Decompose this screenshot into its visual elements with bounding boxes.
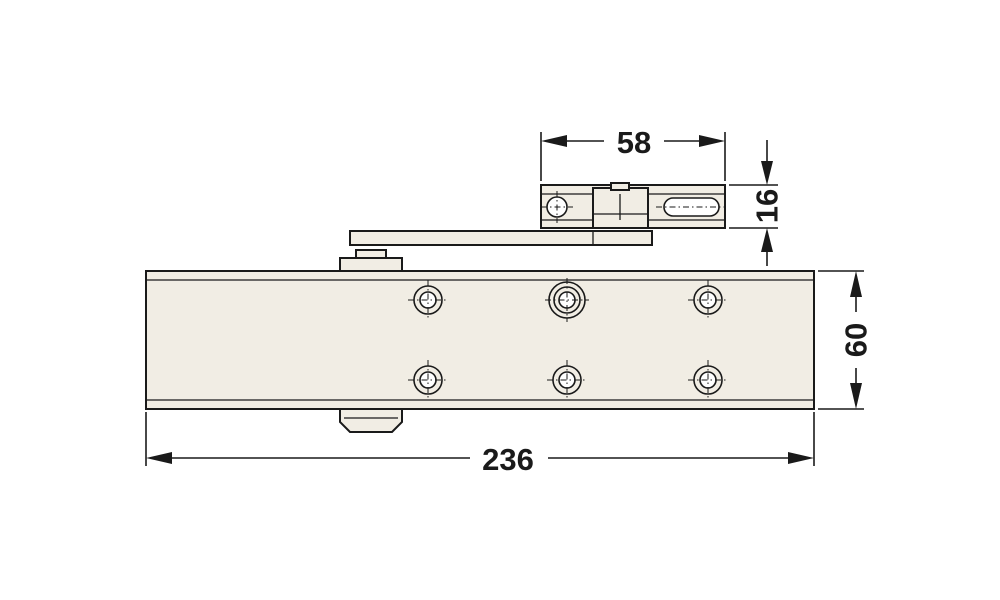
adjustment-valve [339,408,403,433]
mounting-hole [547,360,587,400]
dimension-bracket-height: 16 [729,140,785,266]
body-height-label: 60 [839,323,874,357]
mounting-hole [408,280,448,320]
dimension-body-height: 60 [818,270,874,410]
mounting-hole [545,278,589,322]
mounting-hole [408,360,448,400]
bracket-height-label: 16 [750,189,785,223]
arm-bracket [540,182,726,229]
dimension-bracket-width: 58 [540,125,726,181]
mounting-hole [688,360,728,400]
bracket-hole [541,191,573,223]
closer-arm [349,230,653,246]
pinion [339,249,403,272]
bracket-slot [656,197,724,217]
mounting-hole [688,280,728,320]
bracket-width-label: 58 [617,125,651,160]
overall-length-label: 236 [482,442,534,477]
dimension-overall-length: 236 [145,412,815,477]
mounting-holes [408,278,728,400]
